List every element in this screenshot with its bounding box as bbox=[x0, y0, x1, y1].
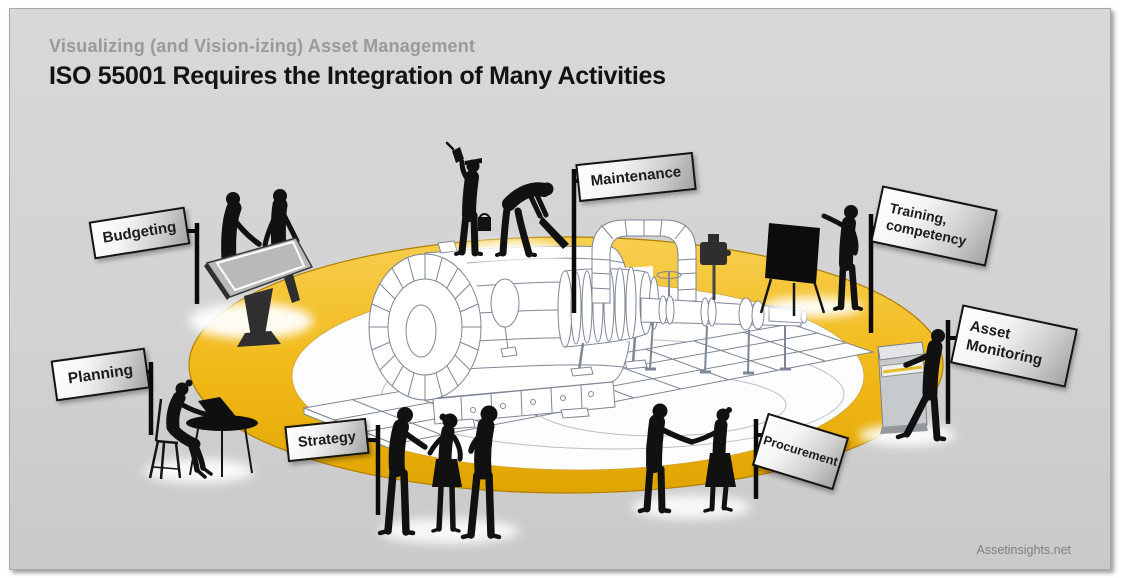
training-presenter-silhouette bbox=[759, 205, 863, 317]
maintenance-workers-silhouette bbox=[445, 141, 569, 263]
sign-planning-label: Planning bbox=[66, 361, 135, 388]
sign-strategy-label: Strategy bbox=[297, 428, 357, 451]
slide-title: ISO 55001 Requires the Integration of Ma… bbox=[49, 62, 666, 90]
asset-monitoring-operator-silhouette bbox=[859, 329, 955, 446]
sign-procurement-label: Procurement bbox=[761, 432, 840, 469]
planning-person-silhouette bbox=[144, 379, 258, 483]
slide-frame: Visualizing (and Vision-izing) Asset Man… bbox=[9, 8, 1111, 570]
strategy-group-silhouette bbox=[377, 405, 519, 544]
procurement-handshake-silhouette bbox=[631, 403, 751, 519]
slide-subtitle: Visualizing (and Vision-izing) Asset Man… bbox=[49, 36, 476, 56]
scene-illustration bbox=[140, 141, 960, 544]
budgeting-team-silhouette bbox=[189, 189, 314, 347]
sign-maintenance-label: Maintenance bbox=[589, 162, 682, 190]
sign-poles bbox=[140, 169, 960, 515]
sign-budgeting-label: Budgeting bbox=[101, 217, 178, 247]
credit-text: Assetinsights.net bbox=[976, 543, 1072, 557]
machine-wireframe-illustration bbox=[302, 219, 875, 451]
